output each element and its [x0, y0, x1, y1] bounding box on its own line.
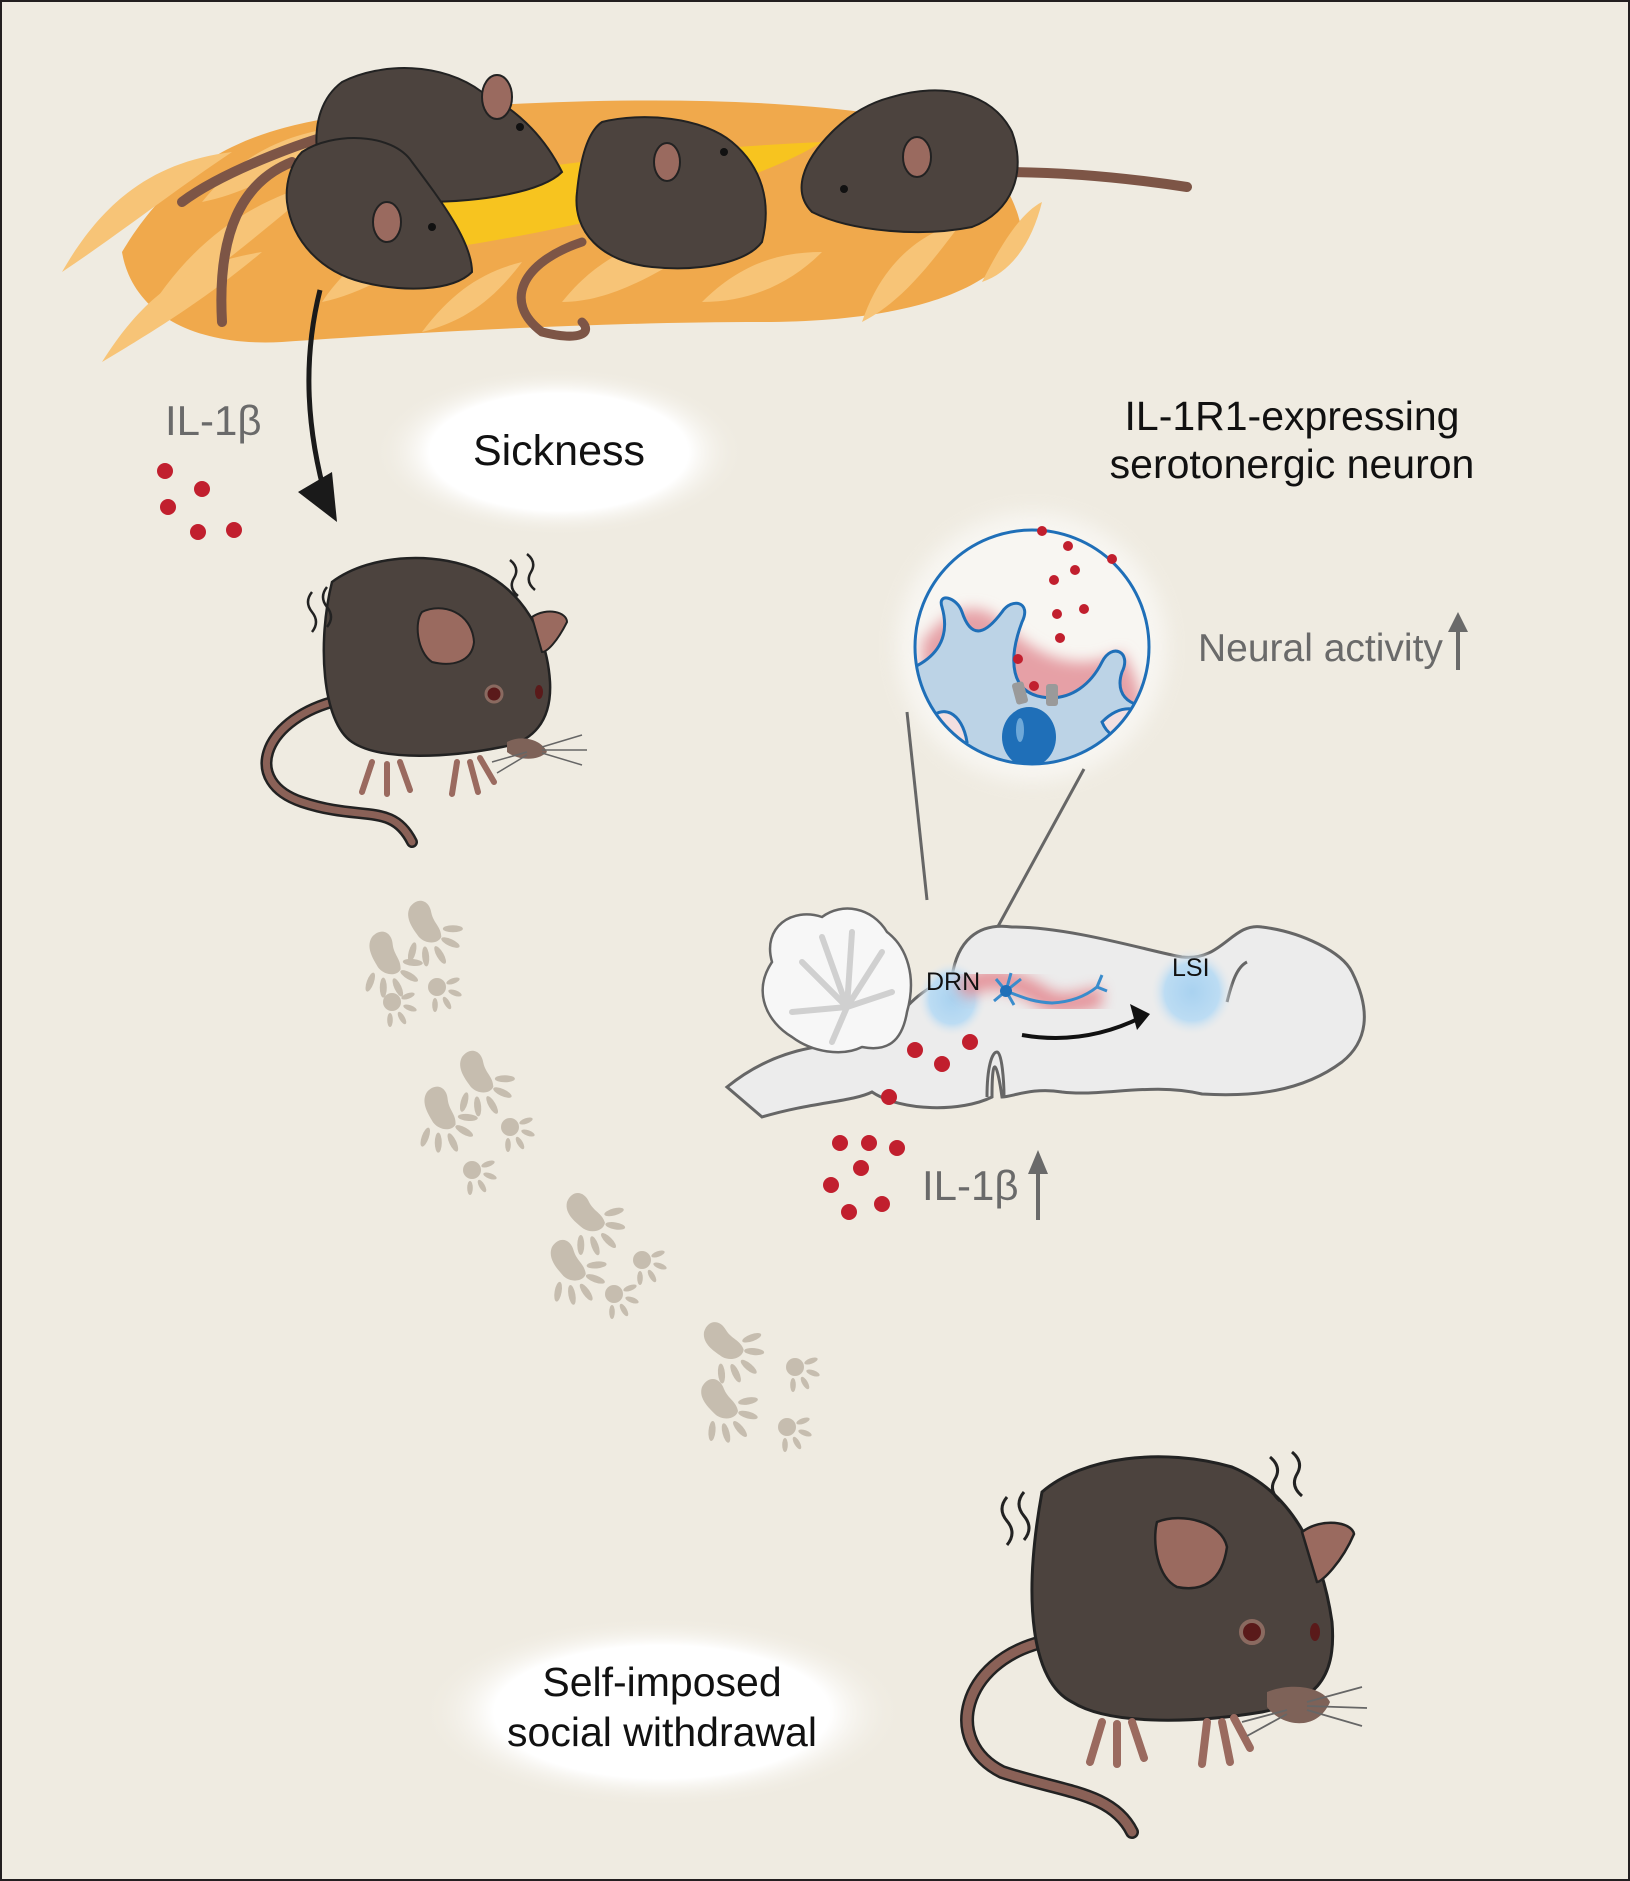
brain-sagittal — [724, 907, 1366, 1119]
sickness-label: Sickness — [472, 427, 646, 475]
il1b-label-bottom: IL-1β — [922, 1162, 1019, 1209]
lsi-label: LSI — [1172, 954, 1210, 982]
withdrawn-mouse — [960, 1450, 1368, 1839]
nest-mouse-2 — [216, 137, 474, 327]
neuron-title: IL-1R1-expressing serotonergic neuron — [1042, 392, 1542, 488]
neuron-title-line1: IL-1R1-expressing — [1124, 393, 1460, 439]
nest-mouse-3 — [516, 116, 767, 341]
up-arrow-neural-icon — [1448, 612, 1468, 670]
withdrawal-bubble — [422, 1617, 902, 1807]
withdrawal-label: Self-imposed social withdrawal — [422, 1657, 902, 1757]
zoom-connector-right — [994, 768, 1086, 931]
neural-activity-label: Neural activity — [1198, 627, 1443, 670]
drn-label: DRN — [926, 968, 981, 996]
curved-arrow-down-icon — [298, 289, 337, 522]
neuron-title-line2: serotonergic neuron — [1109, 441, 1475, 487]
zoom-connector-left — [905, 711, 929, 901]
withdrawal-line2: social withdrawal — [507, 1709, 817, 1755]
nest-mouse-4 — [800, 89, 1192, 233]
footprints — [356, 898, 821, 1452]
sickness-bubble — [374, 368, 744, 536]
withdrawal-line1: Self-imposed — [542, 1659, 782, 1705]
sick-mouse — [260, 553, 587, 848]
nest-mice — [177, 67, 1192, 341]
il1b-dots-top — [157, 463, 242, 540]
neuron-magnified-circle — [897, 512, 1167, 782]
il1b-dots-bottom — [823, 1135, 905, 1220]
il1b-label-top: IL-1β — [165, 397, 262, 444]
up-arrow-il1b-icon — [1028, 1150, 1048, 1220]
